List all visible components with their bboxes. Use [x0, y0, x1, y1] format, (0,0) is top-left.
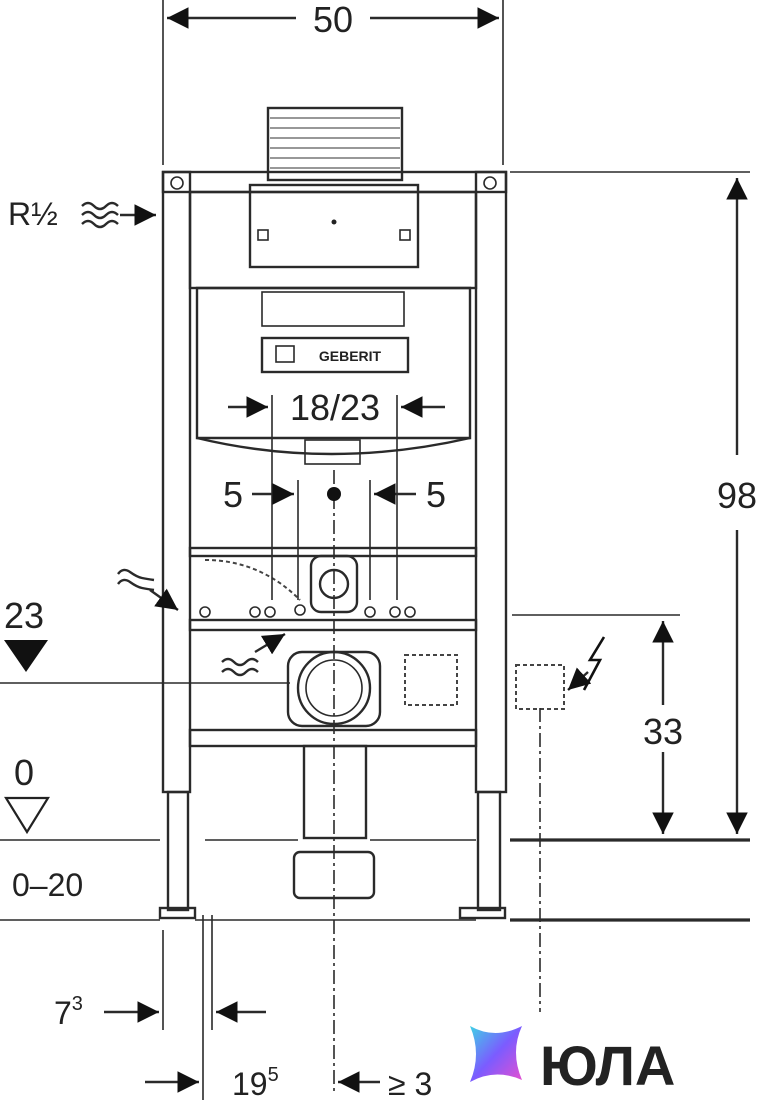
height-dimension: 98: [510, 171, 757, 834]
width-dimension: 50: [162, 0, 504, 165]
yula-logo: ЮЛА: [440, 1012, 762, 1100]
level-lines: [0, 614, 750, 922]
frame-depth-label: 73: [54, 993, 83, 1031]
floor-range-label: 0–20: [12, 867, 83, 903]
level-triangle-icon: [4, 796, 50, 835]
flush-spacing-dimension: 18/23: [228, 387, 445, 428]
offset-dimensions: 5 5: [223, 474, 446, 515]
outlet-height-label: 33: [643, 711, 683, 752]
height-label: 98: [717, 475, 757, 516]
brand-plate: [260, 336, 410, 374]
center-axis: [271, 395, 398, 1095]
outlet-height-dimension: 33: [539, 621, 683, 1040]
left-offset-label: 5: [223, 474, 243, 515]
wavy-arrow-icon: [221, 632, 286, 677]
level-0-label: 0: [14, 752, 34, 793]
axis-offset-label: 195: [232, 1064, 279, 1100]
bottom-dimensions: 73 195 ≥ 3: [54, 915, 432, 1102]
right-offset-label: 5: [426, 474, 446, 515]
width-label: 50: [313, 0, 353, 40]
water-connection: R½: [8, 196, 156, 232]
wavy-arrow-icon: [117, 568, 179, 611]
lightning-icon: [567, 636, 606, 691]
level-triangle-icon: [4, 640, 48, 672]
level-23-marker: 23: [4, 595, 48, 672]
min-distance-label: ≥ 3: [388, 1066, 432, 1100]
level-0-marker: 0: [4, 752, 50, 835]
logo-text: ЮЛА: [540, 1034, 675, 1097]
brand-label: GEBERIT: [319, 348, 382, 364]
connection-label: R½: [8, 196, 58, 232]
flush-spacing-label: 18/23: [290, 387, 380, 428]
installation-frame: GEBERIT: [158, 106, 565, 920]
logo-mark-icon: [470, 1026, 522, 1082]
level-23-label: 23: [4, 595, 44, 636]
wavy-arrow-icon: [81, 201, 156, 229]
